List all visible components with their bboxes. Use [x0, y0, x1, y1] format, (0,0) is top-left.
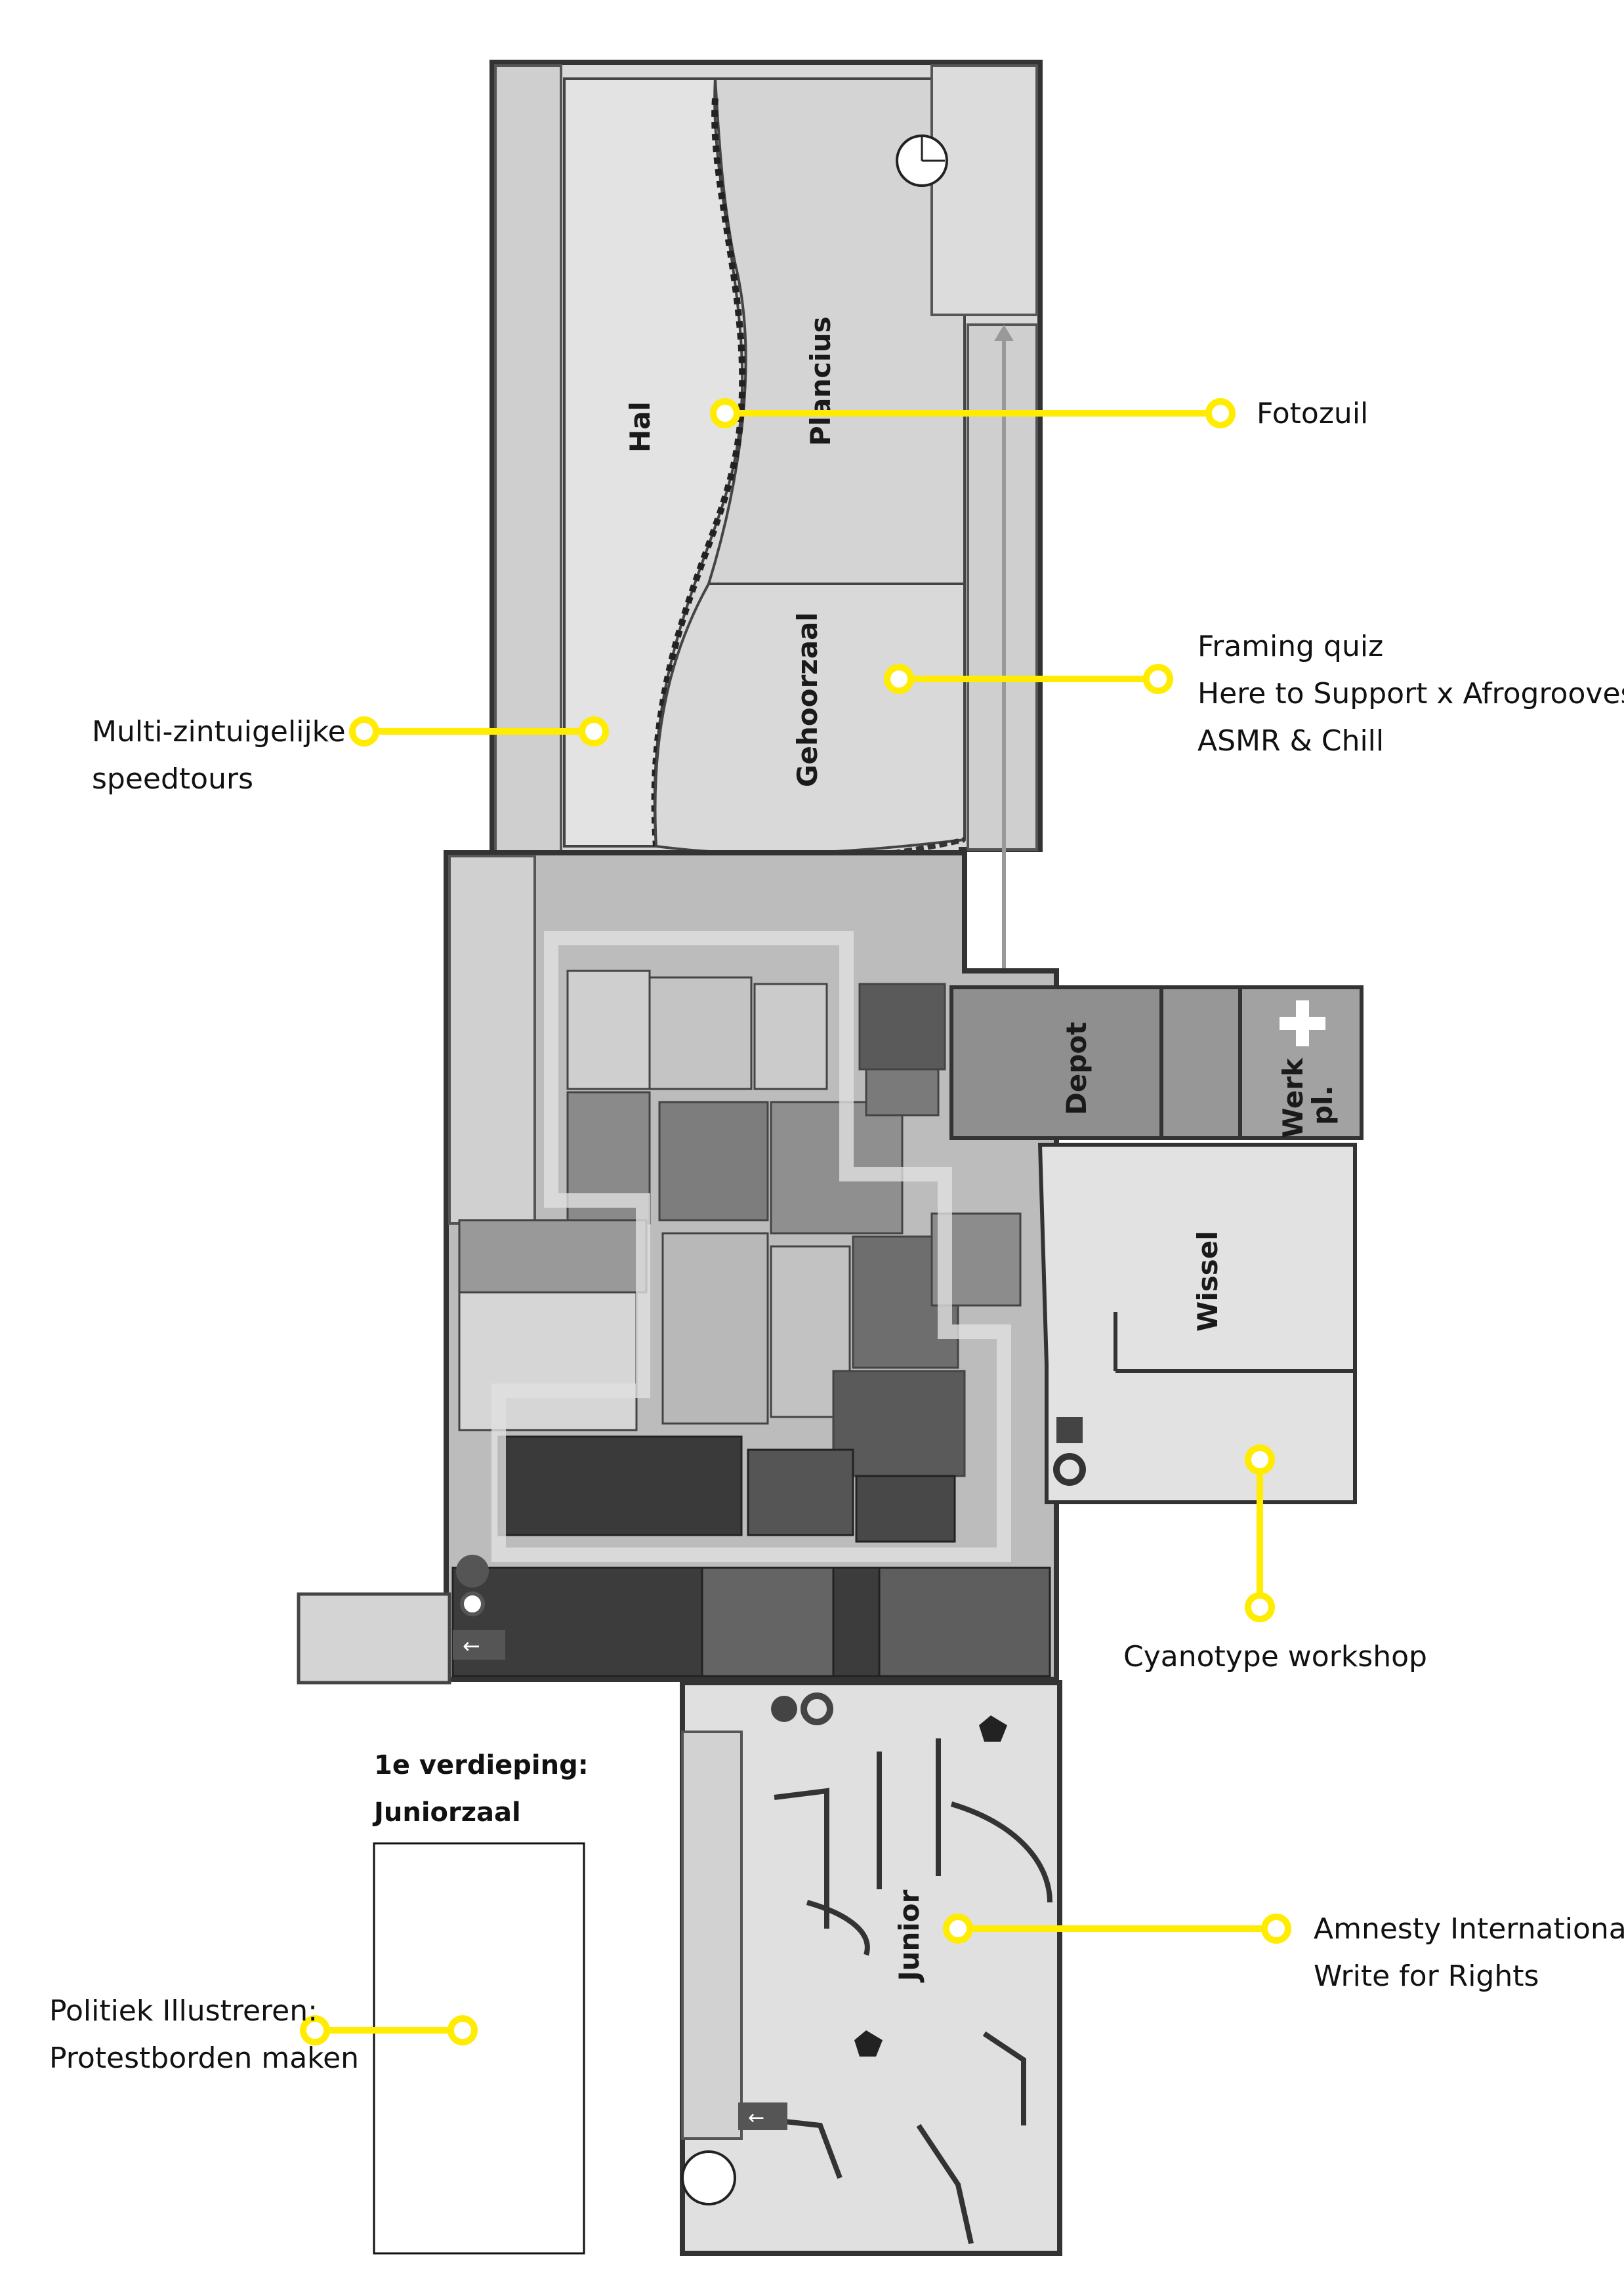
callout-multi: Multi-zintuigelijke speedtours — [92, 708, 346, 803]
room-label-werk-pl: pl. — [1306, 1086, 1339, 1125]
wissel-room — [1037, 1143, 1357, 1504]
seat-icon — [1053, 1453, 1086, 1486]
depot-side-room — [1159, 985, 1242, 1140]
exhibit-block — [753, 983, 828, 1090]
callout-framing-line1: Framing quiz — [1197, 630, 1384, 663]
callout-dot-multi-end — [579, 716, 609, 747]
exhibit-block — [661, 1232, 769, 1425]
callout-dot-cyanotype-end — [1245, 1592, 1275, 1622]
room-label-plancius: Plancius — [804, 316, 837, 446]
exhibit-block — [855, 1475, 956, 1543]
exhibit-block — [458, 1291, 638, 1431]
exhibit-block — [497, 1435, 743, 1536]
curved-dotted-wall — [651, 98, 746, 847]
callout-dot-amnesty-start — [943, 1914, 973, 1944]
callout-framing-line3: ASMR & Chill — [1197, 724, 1385, 758]
exhibit-block — [458, 1219, 648, 1294]
callout-amnesty-line2: Write for Rights — [1314, 1959, 1539, 1993]
south-dark-room — [878, 1567, 1051, 1677]
callout-cyanotype: Cyanotype workshop — [1123, 1633, 1427, 1681]
exhibit-block — [747, 1448, 854, 1536]
svg-text:←: ← — [748, 2106, 764, 2129]
callout-dot-amnesty-end — [1261, 1914, 1291, 1944]
east-wing — [949, 985, 1364, 1504]
plancius-room — [707, 77, 966, 585]
floor-note: 1e verdieping: Juniorzaal — [374, 1742, 589, 1836]
exhibit-block — [858, 983, 946, 1071]
callout-amnesty-line1: Amnesty International: — [1314, 1912, 1624, 1946]
callout-amnesty: Amnesty International: Write for Rights — [1314, 1906, 1624, 2000]
exhibit-block — [566, 970, 651, 1090]
seat-icon — [456, 1555, 489, 1588]
west-gallery — [448, 855, 536, 1225]
callout-multi-line1: Multi-zintuigelijke — [92, 715, 346, 748]
junior-interior-walls — [760, 1738, 1052, 2244]
first-aid-icon — [1280, 1000, 1325, 1046]
room-label-junior: Junior — [893, 1889, 925, 1983]
south-dark-room — [701, 1567, 835, 1677]
north-west-services — [494, 64, 562, 854]
seat-icon — [460, 1591, 485, 1616]
floor-note-line2: Juniorzaal — [374, 1797, 521, 1828]
exhibit-block — [648, 976, 753, 1090]
walking-route — [491, 931, 1011, 1562]
callout-politiek-line1: Politiek Illustreren: — [49, 1994, 318, 2028]
room-label-werk: Werk — [1277, 1057, 1309, 1138]
exhibit-block — [658, 1101, 769, 1221]
callout-dot-fotozuil-start — [710, 398, 740, 428]
callout-fotozuil-text: Fotozuil — [1257, 397, 1369, 430]
north-wing — [489, 60, 1043, 971]
room-label-gehoorzaal: Gehoorzaal — [791, 612, 823, 787]
junior-stair — [681, 1731, 743, 2140]
west-annex-room — [297, 1592, 451, 1685]
callout-politiek-line2: Protestborden maken — [49, 2041, 360, 2075]
callout-fotozuil: Fotozuil — [1257, 390, 1368, 438]
room-label-wissel: Wissel — [1192, 1231, 1224, 1332]
exit-sign-icon: ← — [738, 2102, 787, 2130]
seat-icon — [771, 1696, 797, 1722]
west-annex: ← — [297, 1555, 505, 1685]
central-wing — [444, 850, 1059, 1682]
gehoorzaal-room — [654, 583, 966, 855]
exhibit-block — [832, 1370, 966, 1477]
callout-dot-framing-end — [1143, 664, 1173, 694]
seat-icon — [1056, 1417, 1083, 1443]
pillar-icon — [854, 2030, 883, 2057]
spiral-stair — [681, 2150, 736, 2205]
north-east-room — [930, 64, 1038, 316]
callout-framing: Framing quiz Here to Support x Afrogroov… — [1197, 623, 1624, 765]
svg-text:←: ← — [463, 1633, 480, 1658]
south-wing: ← — [680, 1680, 1062, 2256]
depot-room — [949, 985, 1163, 1140]
callout-dot-cyanotype-start — [1245, 1445, 1275, 1475]
callout-multi-line2: speedtours — [92, 762, 253, 796]
seat-icon — [801, 1692, 833, 1725]
exit-sign-icon: ← — [453, 1630, 505, 1660]
room-label-hal: Hal — [624, 401, 656, 453]
first-floor-juniorzaal-box — [373, 1842, 585, 2255]
callout-framing-line2: Here to Support x Afrogrooves — [1197, 677, 1624, 710]
floor-note-line1: 1e verdieping: — [374, 1750, 589, 1780]
callout-dot-politiek-start — [300, 2015, 330, 2045]
callout-cyanotype-text: Cyanotype workshop — [1123, 1640, 1427, 1673]
callout-dot-framing-start — [884, 664, 914, 694]
room-label-depot: Depot — [1060, 1022, 1093, 1115]
pillar-icon — [979, 1715, 1007, 1742]
callout-markers — [300, 398, 1291, 2045]
route-arrow — [994, 325, 1014, 341]
callout-dot-fotozuil-end — [1205, 398, 1236, 428]
callout-dot-politiek-end — [448, 2015, 478, 2045]
callout-dot-multi-start — [349, 716, 379, 747]
callout-politiek: Politiek Illustreren: Protestborden make… — [49, 1988, 359, 2082]
